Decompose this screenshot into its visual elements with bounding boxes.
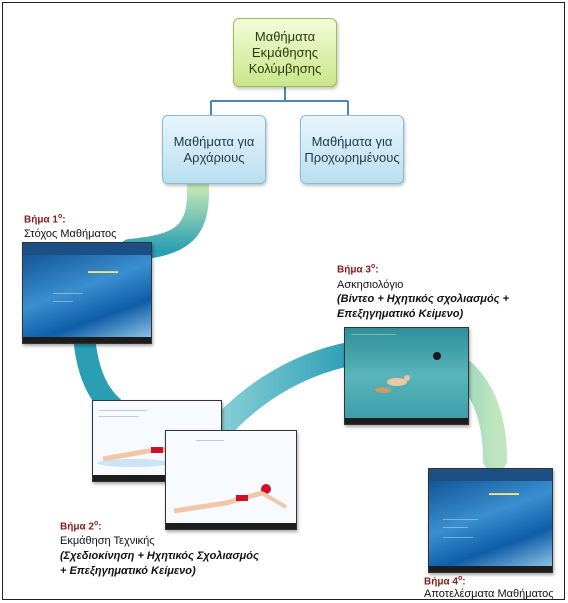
advanced-node-label: Μαθήματα για Προχωρημένους <box>304 133 400 165</box>
advanced-node: Μαθήματα για Προχωρημένους <box>300 115 404 184</box>
step2-subtitle-line2: + Επεξηγηματικό Κείμενο) <box>60 565 196 577</box>
step3-video-thumbnail: ————————— <box>344 327 469 425</box>
step3-subtitle-line1: (Βίντεο + Ηχητικός σχολιασμός + <box>337 293 509 305</box>
root-node-label: Μαθήματα Εκμάθησης Κολύμβησης <box>248 28 322 76</box>
tree-connector <box>210 87 349 115</box>
step4-slide-thumbnail: ▬▬▬▬▬ ——————— ————— —————— <box>428 468 553 573</box>
step3-subtitle-line2: Επεξηγηματικό Κείμενο) <box>337 308 464 320</box>
step3-text: Ασκησιολόγιο <box>337 279 404 291</box>
step2-subtitle-line1: (Σχεδιοκίνηση + Ηχητικός Σχολιασμός <box>60 550 259 562</box>
step2-slide-thumbnail-b: ——————— <box>165 430 297 530</box>
flow-ribbon-1 <box>119 174 210 261</box>
step2-title: Βήμα 2ο: <box>60 520 102 533</box>
step1-text: Στόχος Μαθήματος <box>24 228 117 240</box>
step4-text: Αποτελέσματα Μαθήματος <box>424 588 554 600</box>
beginners-node-label: Μαθήματα για Αρχάριους <box>173 133 255 165</box>
step3-title: Βήμα 3ο: <box>337 263 379 276</box>
step1-title: Βήμα 1ο: <box>24 213 66 226</box>
beginners-node: Μαθήματα για Αρχάριους <box>162 115 266 184</box>
step4-title: Βήμα 4ο: <box>424 575 466 588</box>
step1-slide-thumbnail: ▬▬▬▬▬ —————— ———— <box>22 242 152 344</box>
root-node: Μαθήματα Εκμάθησης Κολύμβησης <box>233 18 337 87</box>
step2-text: Εκμάθηση Τεχνικής <box>60 535 155 547</box>
